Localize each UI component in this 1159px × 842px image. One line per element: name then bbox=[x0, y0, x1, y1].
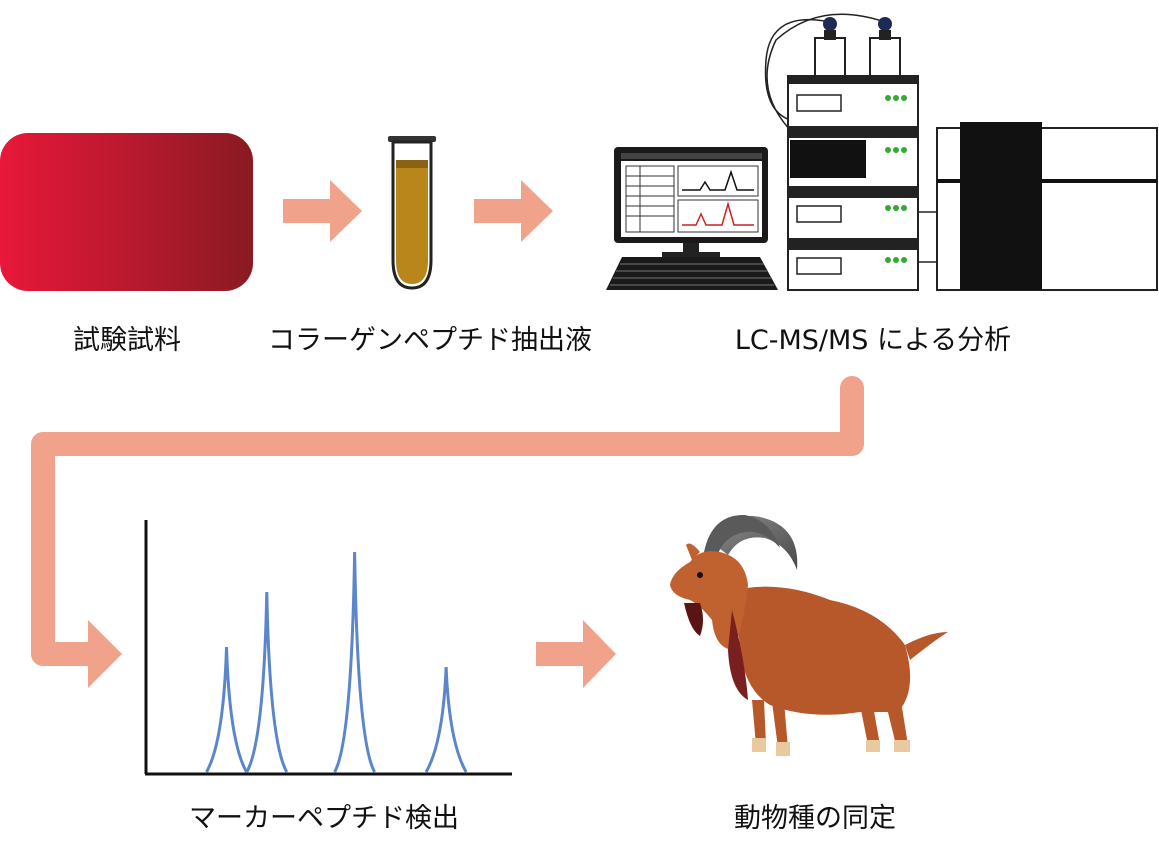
arrow-right-icon bbox=[283, 180, 362, 242]
label-detection: マーカーペプチド検出 bbox=[189, 803, 459, 834]
label-analysis: LC-MS/MS による分析 bbox=[734, 325, 1012, 356]
lc-instrument-icon bbox=[764, 13, 919, 291]
arrow-head-icon bbox=[88, 620, 122, 688]
sample-block bbox=[0, 133, 253, 291]
label-identification: 動物種の同定 bbox=[734, 803, 896, 834]
arrow-right-icon bbox=[536, 620, 616, 688]
peak-2 bbox=[245, 591, 289, 773]
label-extract: コラーゲンペプチド抽出液 bbox=[268, 325, 592, 356]
label-sample: 試験試料 bbox=[73, 325, 181, 356]
peak-chart bbox=[144, 520, 512, 776]
arrow-right-icon bbox=[474, 180, 553, 242]
peak-1 bbox=[205, 646, 248, 773]
peak-4 bbox=[424, 666, 468, 773]
connector-arrow-icon bbox=[31, 376, 864, 666]
test-tube-icon bbox=[388, 136, 436, 290]
goat-icon bbox=[670, 514, 948, 756]
peak-3 bbox=[333, 551, 376, 773]
computer-monitor-icon bbox=[606, 147, 778, 290]
mass-spectrometer-icon bbox=[918, 122, 1158, 291]
